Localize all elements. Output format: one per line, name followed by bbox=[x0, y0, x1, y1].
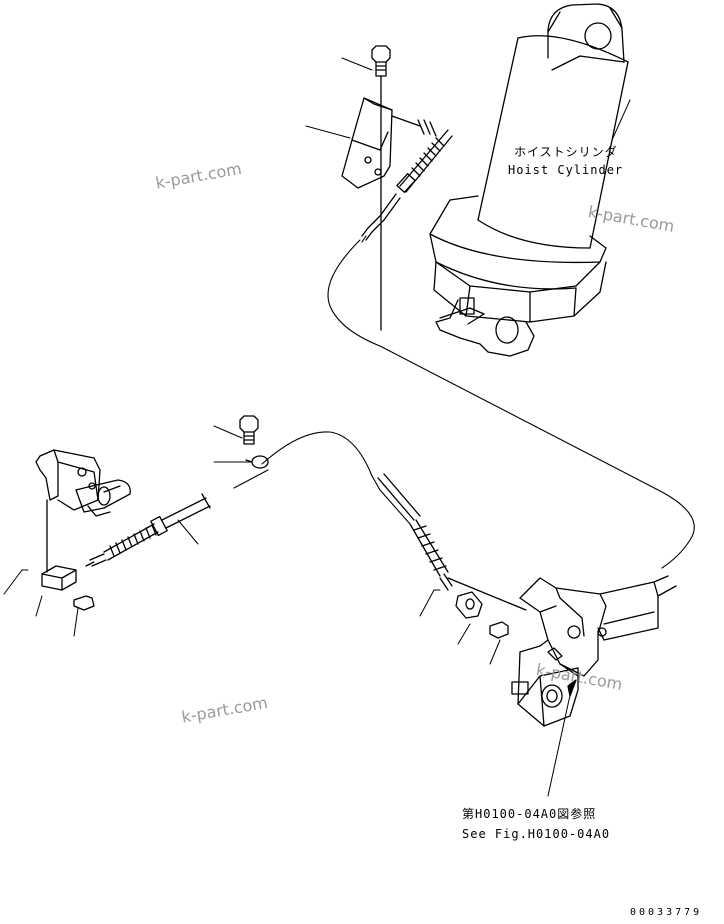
hoist-cylinder-label-en: Hoist Cylinder bbox=[508, 163, 624, 177]
see-figure-label-jp: 第H0100-04A0図参照 bbox=[462, 807, 597, 821]
upper-cable-end bbox=[361, 129, 453, 241]
drawing-number: 00033779 bbox=[630, 907, 703, 918]
left-lever bbox=[35, 449, 131, 573]
hoist-cylinder bbox=[429, 3, 629, 357]
see-figure-label-en: See Fig.H0100-04A0 bbox=[462, 827, 611, 841]
left-block-bolt bbox=[41, 565, 95, 611]
control-valve bbox=[511, 575, 677, 727]
hoist-cylinder-label-jp: ホイストシリンダ bbox=[514, 145, 618, 159]
left-cable-end bbox=[85, 493, 211, 567]
center-bolt bbox=[239, 415, 269, 469]
control-cable bbox=[233, 235, 695, 569]
upper-bracket bbox=[341, 45, 437, 331]
leader-lines bbox=[3, 57, 631, 797]
right-cable-end bbox=[377, 473, 527, 611]
right-clamp bbox=[455, 591, 509, 639]
